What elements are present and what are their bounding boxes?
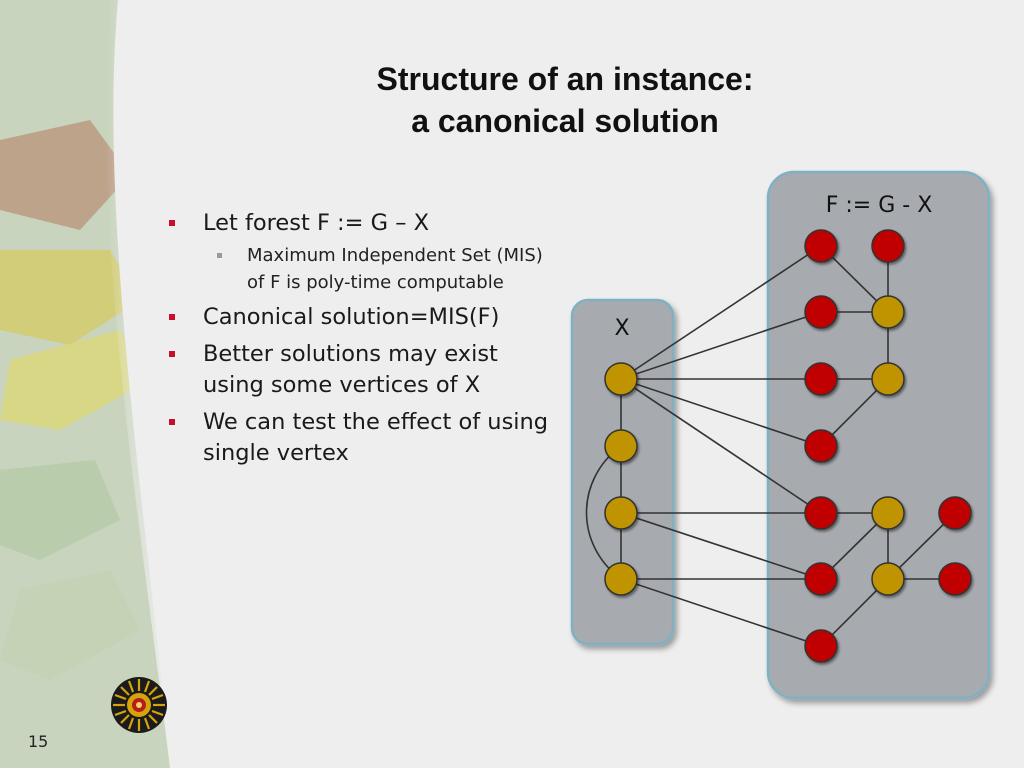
title-line-1: Structure of an instance:	[376, 61, 754, 97]
bullet-item: Let forest F := G – X Maximum Independen…	[165, 208, 565, 296]
x-box-label: X	[614, 316, 629, 341]
edge	[620, 245, 822, 380]
decorative-background-pattern	[0, 0, 170, 768]
sub-bullet-item: Maximum Independent Set (MIS) of F is po…	[203, 242, 565, 296]
bullet-item: Canonical solution=MIS(F)	[165, 302, 565, 333]
forest-vertex-red	[938, 496, 972, 530]
bullet-list: Let forest F := G – X Maximum Independen…	[165, 208, 565, 475]
forest-vertex-gold	[871, 362, 905, 396]
edge	[620, 512, 822, 580]
x-vertex	[604, 429, 638, 463]
forest-vertex-gold	[871, 562, 905, 596]
edge	[620, 578, 822, 647]
forest-box-label: F := G - X	[826, 193, 933, 218]
forest-vertex-red	[871, 229, 905, 263]
bullet-text: Let forest F := G – X	[203, 210, 430, 236]
edge	[620, 378, 822, 447]
bullet-item: Better solutions may exist using some ve…	[165, 339, 565, 401]
title-line-2: a canonical solution	[411, 103, 719, 139]
x-vertex	[604, 562, 638, 596]
bullet-item: We can test the effect of using single v…	[165, 407, 565, 469]
forest-vertex-gold	[871, 295, 905, 329]
edge	[620, 378, 822, 514]
edge	[585, 445, 622, 580]
slide-title: Structure of an instance: a canonical so…	[280, 58, 850, 142]
forest-vertex-red	[804, 429, 838, 463]
forest-vertex-red	[804, 496, 838, 530]
forest-vertex-red	[804, 629, 838, 663]
x-vertex	[604, 362, 638, 396]
forest-vertex-gold	[871, 496, 905, 530]
forest-vertex-red	[804, 362, 838, 396]
forest-vertex-red	[804, 295, 838, 329]
page-number: 15	[28, 732, 49, 751]
sub-bullet-list: Maximum Independent Set (MIS) of F is po…	[203, 242, 565, 296]
x-vertex	[604, 496, 638, 530]
forest-vertex-red	[804, 229, 838, 263]
x-box	[570, 298, 675, 646]
forest-vertex-red	[804, 562, 838, 596]
university-seal-icon	[111, 677, 167, 733]
edge	[620, 311, 822, 380]
forest-vertex-red	[938, 562, 972, 596]
